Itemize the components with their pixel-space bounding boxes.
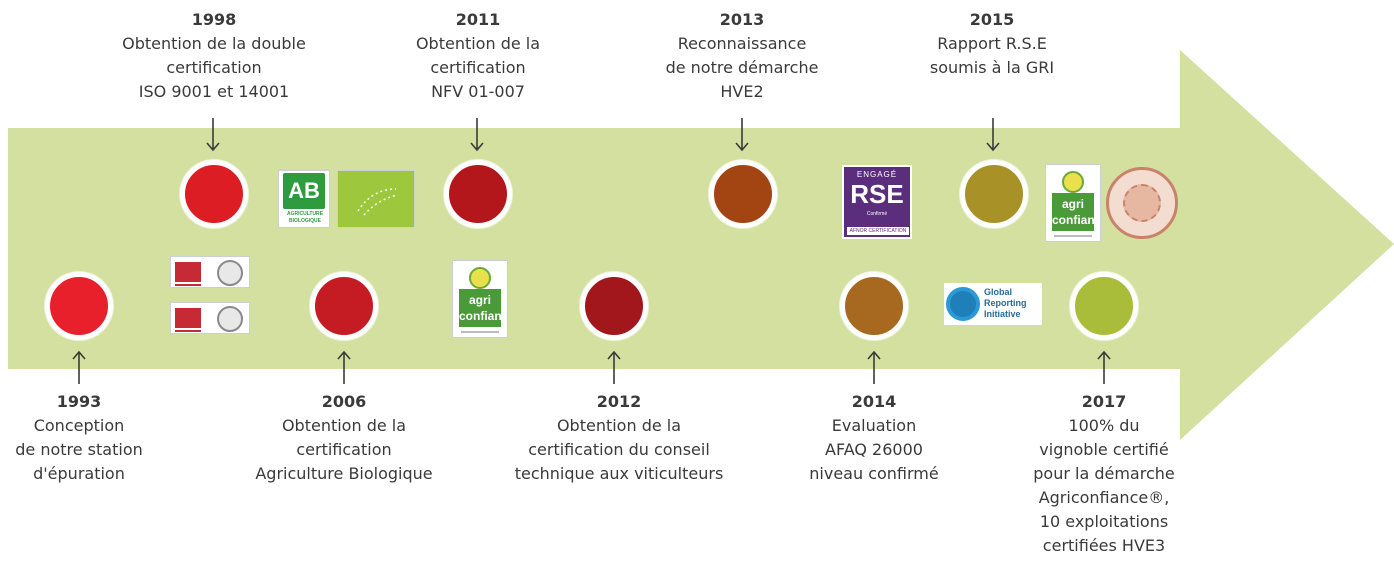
event-text-line: Obtention de la [556,416,682,435]
event-text-line: 100% du [1068,416,1140,435]
milestone-dot-2015 [960,160,1028,228]
iso-9001-certification-logo [170,256,250,288]
down-arrow-icon [206,118,220,152]
event-text-line: HVE2 [720,82,764,101]
up-arrow-icon [337,350,351,384]
event-2006-label: 2006 Obtention de la certification Agric… [224,390,464,486]
event-year: 2011 [455,10,501,29]
ab-logo-mark: AB [283,173,325,209]
milestone-dot-2017 [1070,272,1138,340]
rse-logo-bar: AFNOR CERTIFICATION [847,227,909,235]
event-text-line: Rapport R.S.E [937,34,1047,53]
agriconfiance-logo-text: agri confiance [459,289,507,327]
up-arrow-icon [607,350,621,384]
up-arrow-icon [1097,350,1111,384]
event-text-line: certification du conseil [528,440,710,459]
event-year: 2012 [596,392,642,411]
agriconfiance-logo-text: agri confiance [1052,193,1100,231]
event-2015-label: 2015 Rapport R.S.E soumis à la GRI [872,8,1112,80]
eu-leaf-icon [357,188,399,216]
event-text-line: certification [296,440,392,459]
event-text-line: certifiées HVE3 [1042,536,1166,555]
event-text-line: Agriconfiance®, [1038,488,1170,507]
event-2013-label: 2013 Reconnaissance de notre démarche HV… [622,8,862,104]
event-text-line: soumis à la GRI [929,58,1055,77]
event-year: 1993 [56,392,102,411]
engage-rse-logo: ENGAGÉ RSE Confirmé AFNOR CERTIFICATION [842,165,912,239]
down-arrow-icon [735,118,749,152]
rse-logo-mark: RSE [850,179,904,209]
event-text-line: NFV 01-007 [431,82,525,101]
hve-certification-seal [1106,167,1178,239]
milestone-dot-2011 [444,160,512,228]
eu-organic-leaf-logo [337,170,415,228]
milestone-dot-1998 [180,160,248,228]
globe-icon [946,287,980,321]
event-year: 2015 [969,10,1015,29]
agriconfiance-logo: agri confiance [452,260,508,338]
event-text-line: Obtention de la [281,416,407,435]
agriconfiance-logo: agri confiance [1045,164,1101,242]
gri-logo: Global Reporting Initiative [944,283,1042,325]
event-1998-label: 1998 Obtention de la double certificatio… [94,8,334,104]
down-arrow-icon [986,118,1000,152]
event-year: 2006 [321,392,367,411]
ab-organic-logo: AB AGRICULTURE BIOLOGIQUE [278,170,330,228]
event-year: 2014 [851,392,897,411]
event-text-line: Obtention de la [415,34,541,53]
event-year: 2013 [719,10,765,29]
event-year: 1998 [191,10,237,29]
event-year: 2017 [1081,392,1127,411]
event-text-line: 10 exploitations [1039,512,1169,531]
gri-logo-text: Global Reporting Initiative [984,287,1027,319]
rse-logo-sub: Confirmé [866,211,888,217]
event-text-line: AFAQ 26000 [825,440,923,459]
event-text-line: Evaluation [831,416,917,435]
event-text-line: pour la démarche [1033,464,1175,483]
milestone-dot-2013 [709,160,777,228]
rse-logo-top: ENGAGÉ [856,170,898,179]
up-arrow-icon [72,350,86,384]
event-2014-label: 2014 Evaluation AFAQ 26000 niveau confir… [754,390,994,486]
event-text-line: niveau confirmé [809,464,939,483]
event-text-line: certification [166,58,262,77]
milestone-dot-2012 [580,272,648,340]
event-text-line: de notre station [15,440,143,459]
event-text-line: ISO 9001 et 14001 [138,82,290,101]
event-text-line: de notre démarche [665,58,819,77]
event-text-line: certification [430,58,526,77]
event-text-line: Agriculture Biologique [255,464,433,483]
event-text-line: vignoble certifié [1039,440,1169,459]
iso-14001-certification-logo [170,302,250,334]
milestone-dot-1993 [45,272,113,340]
event-2017-label: 2017 100% du vignoble certifié pour la d… [1004,390,1204,558]
up-arrow-icon [867,350,881,384]
event-2011-label: 2011 Obtention de la certification NFV 0… [358,8,598,104]
event-text-line: technique aux viticulteurs [514,464,724,483]
event-text-line: Reconnaissance [677,34,807,53]
event-text-line: d'épuration [33,464,125,483]
down-arrow-icon [470,118,484,152]
event-text-line: Obtention de la double [122,34,306,53]
event-2012-label: 2012 Obtention de la certification du co… [484,390,754,486]
milestone-dot-2006 [310,272,378,340]
ab-logo-text: AGRICULTURE BIOLOGIQUE [286,211,323,224]
milestone-dot-2014 [840,272,908,340]
event-text-line: Conception [33,416,125,435]
event-1993-label: 1993 Conception de notre station d'épura… [0,390,199,486]
